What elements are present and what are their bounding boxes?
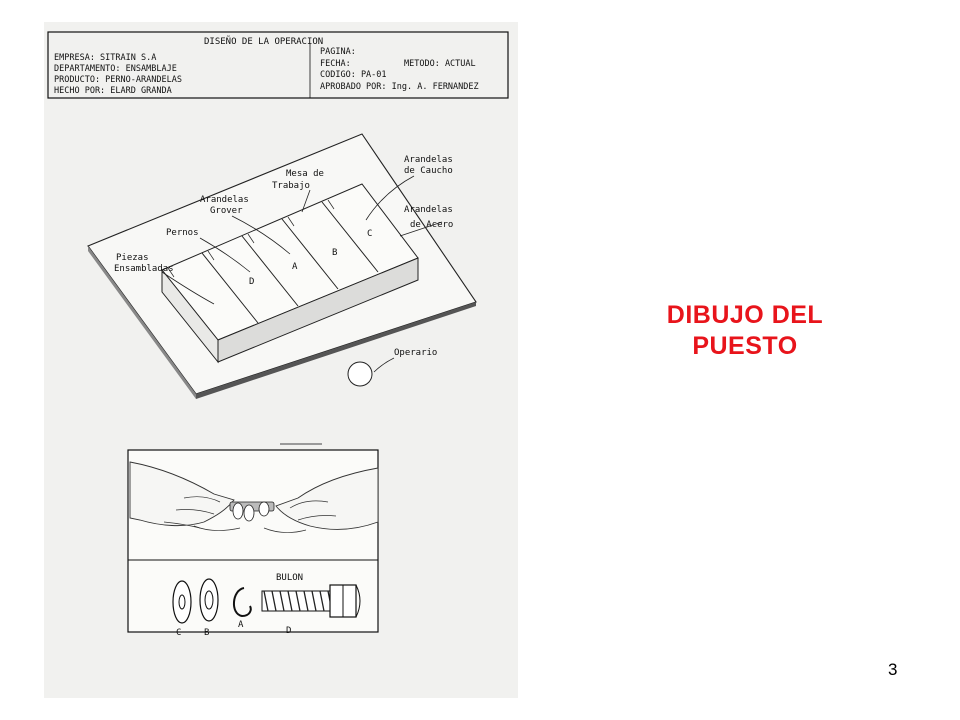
form-codigo: CODIGO: PA-01 xyxy=(320,70,387,80)
form-heading: DISEÑO DE LA OPERACION xyxy=(204,36,323,47)
bin-label-c: C xyxy=(367,229,372,239)
scanned-document: DISEÑO DE LA OPERACION EMPRESA: SITRAIN … xyxy=(44,22,518,698)
form-border xyxy=(47,31,509,99)
form-aprobado: APROBADO POR: Ing. A. FERNANDEZ xyxy=(320,82,479,92)
bin-label-d: D xyxy=(249,277,254,287)
assembly-illustration xyxy=(127,449,379,633)
form-departamento: DEPARTAMENTO: ENSAMBLAJE xyxy=(54,64,177,74)
grover-washer-a xyxy=(233,587,252,618)
callout-leaders xyxy=(161,175,443,373)
label-piezas-1: Piezas xyxy=(116,253,149,263)
bolt-d xyxy=(261,584,361,618)
bin-label-b: B xyxy=(332,248,337,258)
label-part-c: C xyxy=(176,628,181,638)
label-mesa-1: Mesa de xyxy=(286,169,324,179)
form-producto: PRODUCTO: PERNO-ARANDELAS xyxy=(54,75,182,85)
form-fecha: FECHA: xyxy=(320,59,351,69)
form-hecho-por: HECHO POR: ELARD GRANDA xyxy=(54,86,172,96)
label-pernos: Pernos xyxy=(166,228,199,238)
slide-title-line-1: DIBUJO DEL xyxy=(666,301,824,329)
label-bulon: BULON xyxy=(276,573,303,583)
operator-circle xyxy=(347,361,373,387)
document-drawing: DISEÑO DE LA OPERACION EMPRESA: SITRAIN … xyxy=(47,31,509,638)
form-pagina: PAGINA: xyxy=(320,47,356,57)
label-part-d: D xyxy=(286,626,291,636)
bin-tray xyxy=(161,183,419,364)
label-part-b: B xyxy=(204,628,209,638)
label-caucho-1: Arandelas xyxy=(404,155,453,165)
form-metodo: METODO: ACTUAL xyxy=(404,59,476,69)
label-part-a: A xyxy=(238,620,244,630)
page-number: 3 xyxy=(888,660,898,679)
label-grover-1: Arandelas xyxy=(200,195,249,205)
label-operario: Operario xyxy=(394,348,437,358)
label-grover-2: Grover xyxy=(210,206,243,216)
slide-title: DIBUJO DEL PUESTO xyxy=(640,300,850,362)
label-mesa-2: Trabajo xyxy=(272,181,310,191)
label-piezas-2: Ensambladas xyxy=(114,264,174,274)
label-acero-1: Arandelas xyxy=(404,205,453,215)
label-acero-2: de Acero xyxy=(410,220,453,230)
label-caucho-2: de Caucho xyxy=(404,166,453,176)
bin-label-a: A xyxy=(292,262,298,272)
form-empresa: EMPRESA: SITRAIN S.A xyxy=(54,53,156,63)
slide-title-line-2: PUESTO xyxy=(692,332,798,360)
